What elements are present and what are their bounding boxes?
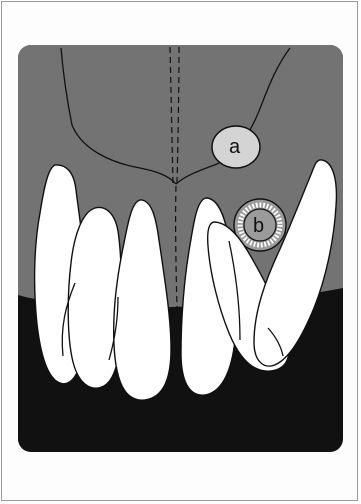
- tooth-2: [68, 207, 121, 388]
- label-a-text: a: [229, 136, 241, 158]
- label-b-text: b: [253, 215, 264, 237]
